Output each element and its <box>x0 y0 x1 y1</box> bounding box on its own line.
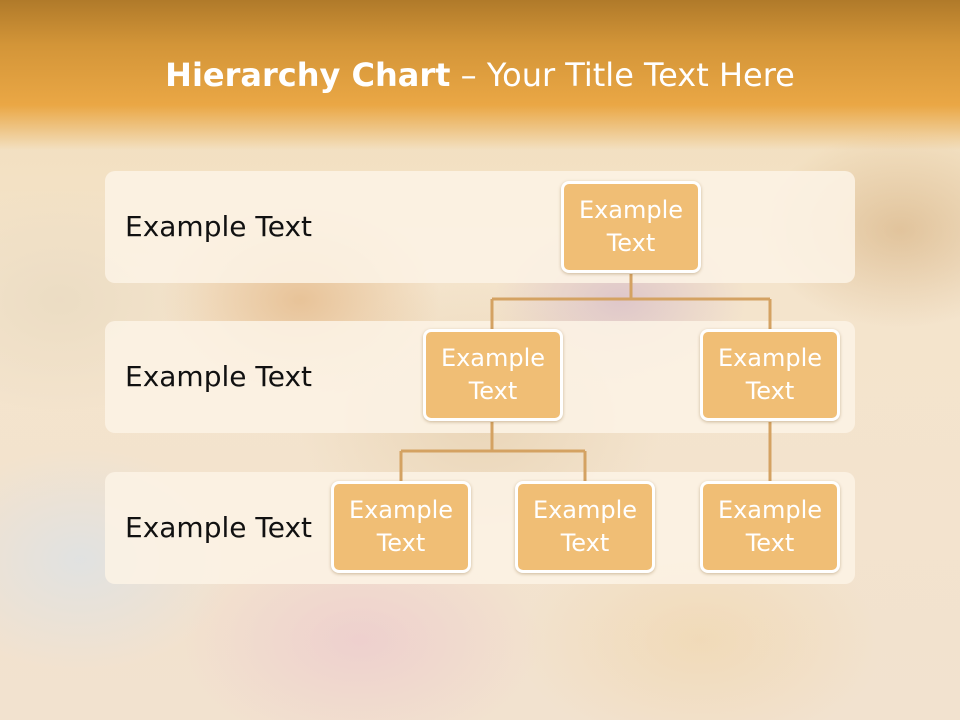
level-label-3: Example Text <box>125 511 313 544</box>
node-level3-c[interactable]: Example Text <box>700 481 840 573</box>
node-level3-b[interactable]: Example Text <box>515 481 655 573</box>
level-label-2: Example Text <box>125 360 313 393</box>
title-bar <box>0 0 960 150</box>
title-rest: – Your Title Text Here <box>450 56 795 94</box>
level-label-1: Example Text <box>125 210 313 243</box>
title-bold: Hierarchy Chart <box>165 56 451 94</box>
node-level3-a[interactable]: Example Text <box>331 481 471 573</box>
node-root[interactable]: Example Text <box>561 181 701 273</box>
node-level2-left[interactable]: Example Text <box>423 329 563 421</box>
level-band-1: Example Text <box>105 171 855 283</box>
slide-title: Hierarchy Chart – Your Title Text Here <box>0 52 960 98</box>
node-level2-right[interactable]: Example Text <box>700 329 840 421</box>
